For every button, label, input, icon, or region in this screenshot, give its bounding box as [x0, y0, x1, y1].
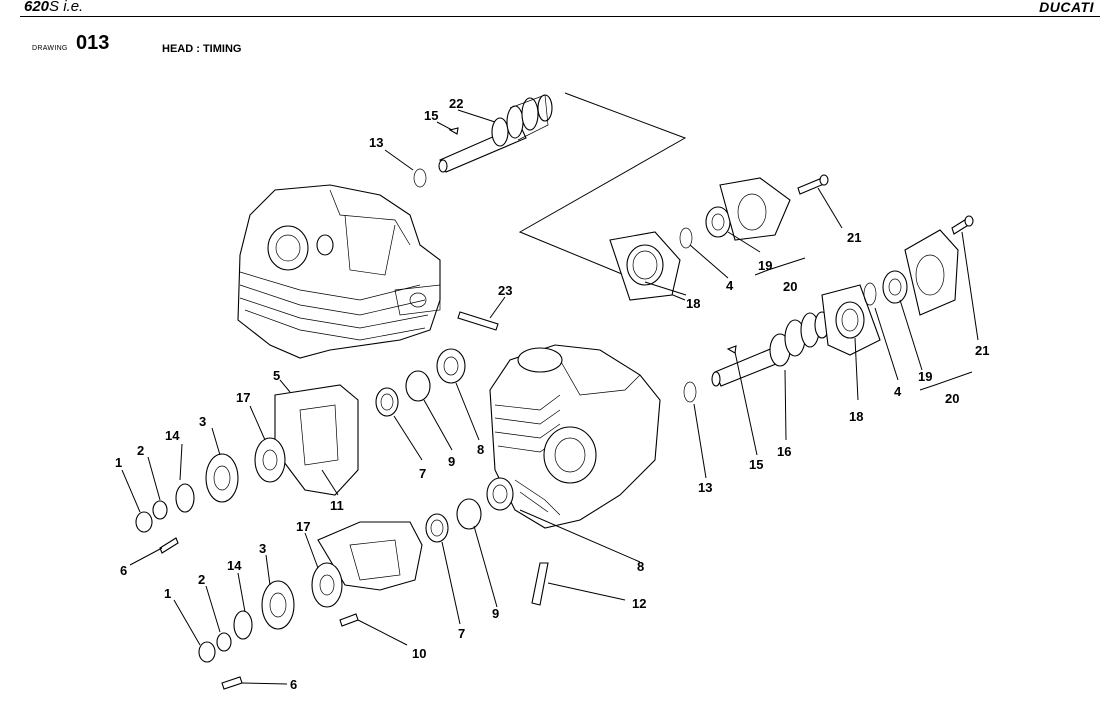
callout-19: 19: [758, 258, 772, 273]
lower-pulley-assembly: [198, 477, 514, 690]
key-lower: [726, 345, 737, 354]
upper-pulley-assembly: [135, 348, 466, 554]
brand-logo: DUCATI: [1039, 0, 1094, 15]
callout-19: 19: [918, 369, 932, 384]
callout-20: 20: [945, 391, 959, 406]
callout-17: 17: [296, 519, 310, 534]
header-divider: [20, 16, 1100, 17]
callout-2: 2: [198, 572, 205, 587]
callout-20: 20: [783, 279, 797, 294]
drawing-label: DRAWING: [32, 45, 68, 52]
drawing-number: 013: [76, 32, 110, 54]
callout-18: 18: [686, 296, 700, 311]
callout-15: 15: [424, 108, 438, 123]
circlip-upper: [413, 168, 427, 188]
callout-13: 13: [369, 135, 383, 150]
callout-6: 6: [120, 563, 127, 578]
header-bar: 620S i.e. DUCATI: [0, 0, 1110, 17]
section-title: HEAD : TIMING: [162, 43, 242, 55]
callout-16: 16: [777, 444, 791, 459]
key-upper: [448, 127, 459, 135]
callout-2: 2: [137, 443, 144, 458]
callout-10: 10: [412, 646, 426, 661]
callout-7: 7: [419, 466, 426, 481]
callout-6: 6: [290, 677, 297, 692]
callout-21: 21: [847, 230, 861, 245]
callout-11: 11: [330, 498, 344, 513]
callout-17: 17: [236, 390, 250, 405]
callout-1: 1: [115, 455, 122, 470]
stud-23: [457, 311, 499, 331]
camshaft-upper: [438, 94, 553, 173]
callout-4: 4: [894, 384, 902, 399]
callout-21: 21: [975, 343, 989, 358]
callout-15: 15: [749, 457, 763, 472]
camshaft-lower: [711, 311, 830, 387]
stud-12: [531, 562, 549, 606]
callout-9: 9: [492, 606, 499, 621]
lower-cylinder-head: [489, 344, 661, 529]
callout-14: 14: [227, 558, 242, 573]
callout-8: 8: [477, 442, 484, 457]
callout-3: 3: [199, 414, 206, 429]
leader-lines: [121, 109, 979, 685]
callout-5: 5: [273, 368, 280, 383]
callout-9: 9: [448, 454, 455, 469]
lower-cover-assembly: [821, 215, 974, 356]
callout-13: 13: [698, 480, 712, 495]
upper-cylinder-head: [237, 184, 441, 359]
callout-7: 7: [458, 626, 465, 641]
callout-18: 18: [849, 409, 863, 424]
callout-4: 4: [726, 278, 734, 293]
callout-23: 23: [498, 283, 512, 298]
callout-labels: 22 15 13 21 23 19 20 4 18 21 5 17 14 3 2…: [115, 96, 989, 692]
callout-22: 22: [449, 96, 463, 111]
callout-12: 12: [632, 596, 646, 611]
callout-1: 1: [164, 586, 171, 601]
circlip-lower: [683, 381, 697, 403]
upper-cover-assembly: [609, 174, 829, 301]
callout-14: 14: [165, 428, 180, 443]
model-name: 620S i.e.: [24, 0, 84, 15]
callout-3: 3: [259, 541, 266, 556]
callout-8: 8: [637, 559, 644, 574]
